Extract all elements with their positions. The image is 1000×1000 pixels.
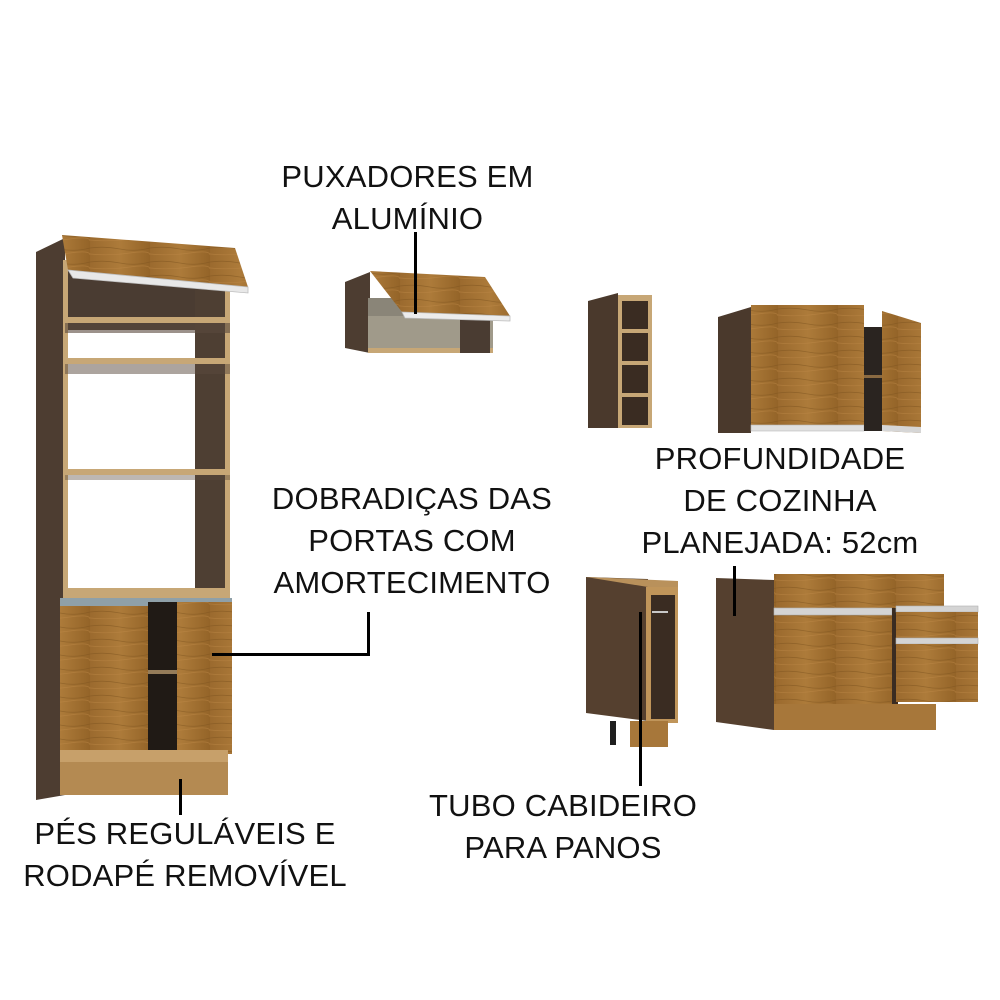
callout-depth-label: PROFUNDIDADE DE COZINHA PLANEJADA: 52cm	[630, 438, 930, 564]
callout-hinges-label: DOBRADIÇAS DAS PORTAS COM AMORTECIMENTO	[262, 478, 562, 604]
callout-handles-line-1: PUXADORES EM	[281, 159, 534, 194]
callout-line-hinges-horizontal	[212, 653, 370, 656]
callout-hinges-line-2: PORTAS COM	[308, 523, 516, 558]
callout-line-feet	[179, 779, 182, 815]
callout-handles-line-2: ALUMÍNIO	[331, 201, 484, 236]
callout-towel-rail-label: TUBO CABIDEIRO PARA PANOS	[418, 785, 708, 869]
wall-two-door-cabinet	[718, 305, 921, 433]
tall-oven-tower-cabinet	[36, 235, 249, 800]
callout-line-handles	[414, 232, 417, 314]
narrow-open-shelf-unit	[588, 293, 652, 428]
callout-line-towel-rail	[639, 612, 642, 786]
wall-flip-up-cabinet	[345, 271, 511, 353]
callout-depth-line-3: PLANEJADA: 52cm	[641, 525, 919, 560]
callout-line-depth	[733, 566, 736, 616]
callout-feet-line-2: RODAPÉ REMOVÍVEL	[23, 858, 347, 893]
callout-feet-line-1: PÉS REGULÁVEIS E	[34, 816, 336, 851]
callout-depth-line-1: PROFUNDIDADE	[654, 441, 906, 476]
callout-feet-label: PÉS REGULÁVEIS E RODAPÉ REMOVÍVEL	[15, 813, 355, 897]
callout-hinges-line-1: DOBRADIÇAS DAS	[271, 481, 553, 516]
base-towel-cabinet	[586, 577, 678, 747]
callout-handles-label: PUXADORES EM ALUMÍNIO	[275, 156, 540, 240]
callout-depth-line-2: DE COZINHA	[683, 483, 877, 518]
callout-towel-rail-line-2: PARA PANOS	[464, 830, 662, 865]
callout-towel-rail-line-1: TUBO CABIDEIRO	[428, 788, 698, 823]
base-sink-cabinet-with-drawers	[716, 574, 979, 730]
callout-hinges-line-3: AMORTECIMENTO	[273, 565, 551, 600]
callout-line-hinges-vertical	[367, 612, 370, 656]
